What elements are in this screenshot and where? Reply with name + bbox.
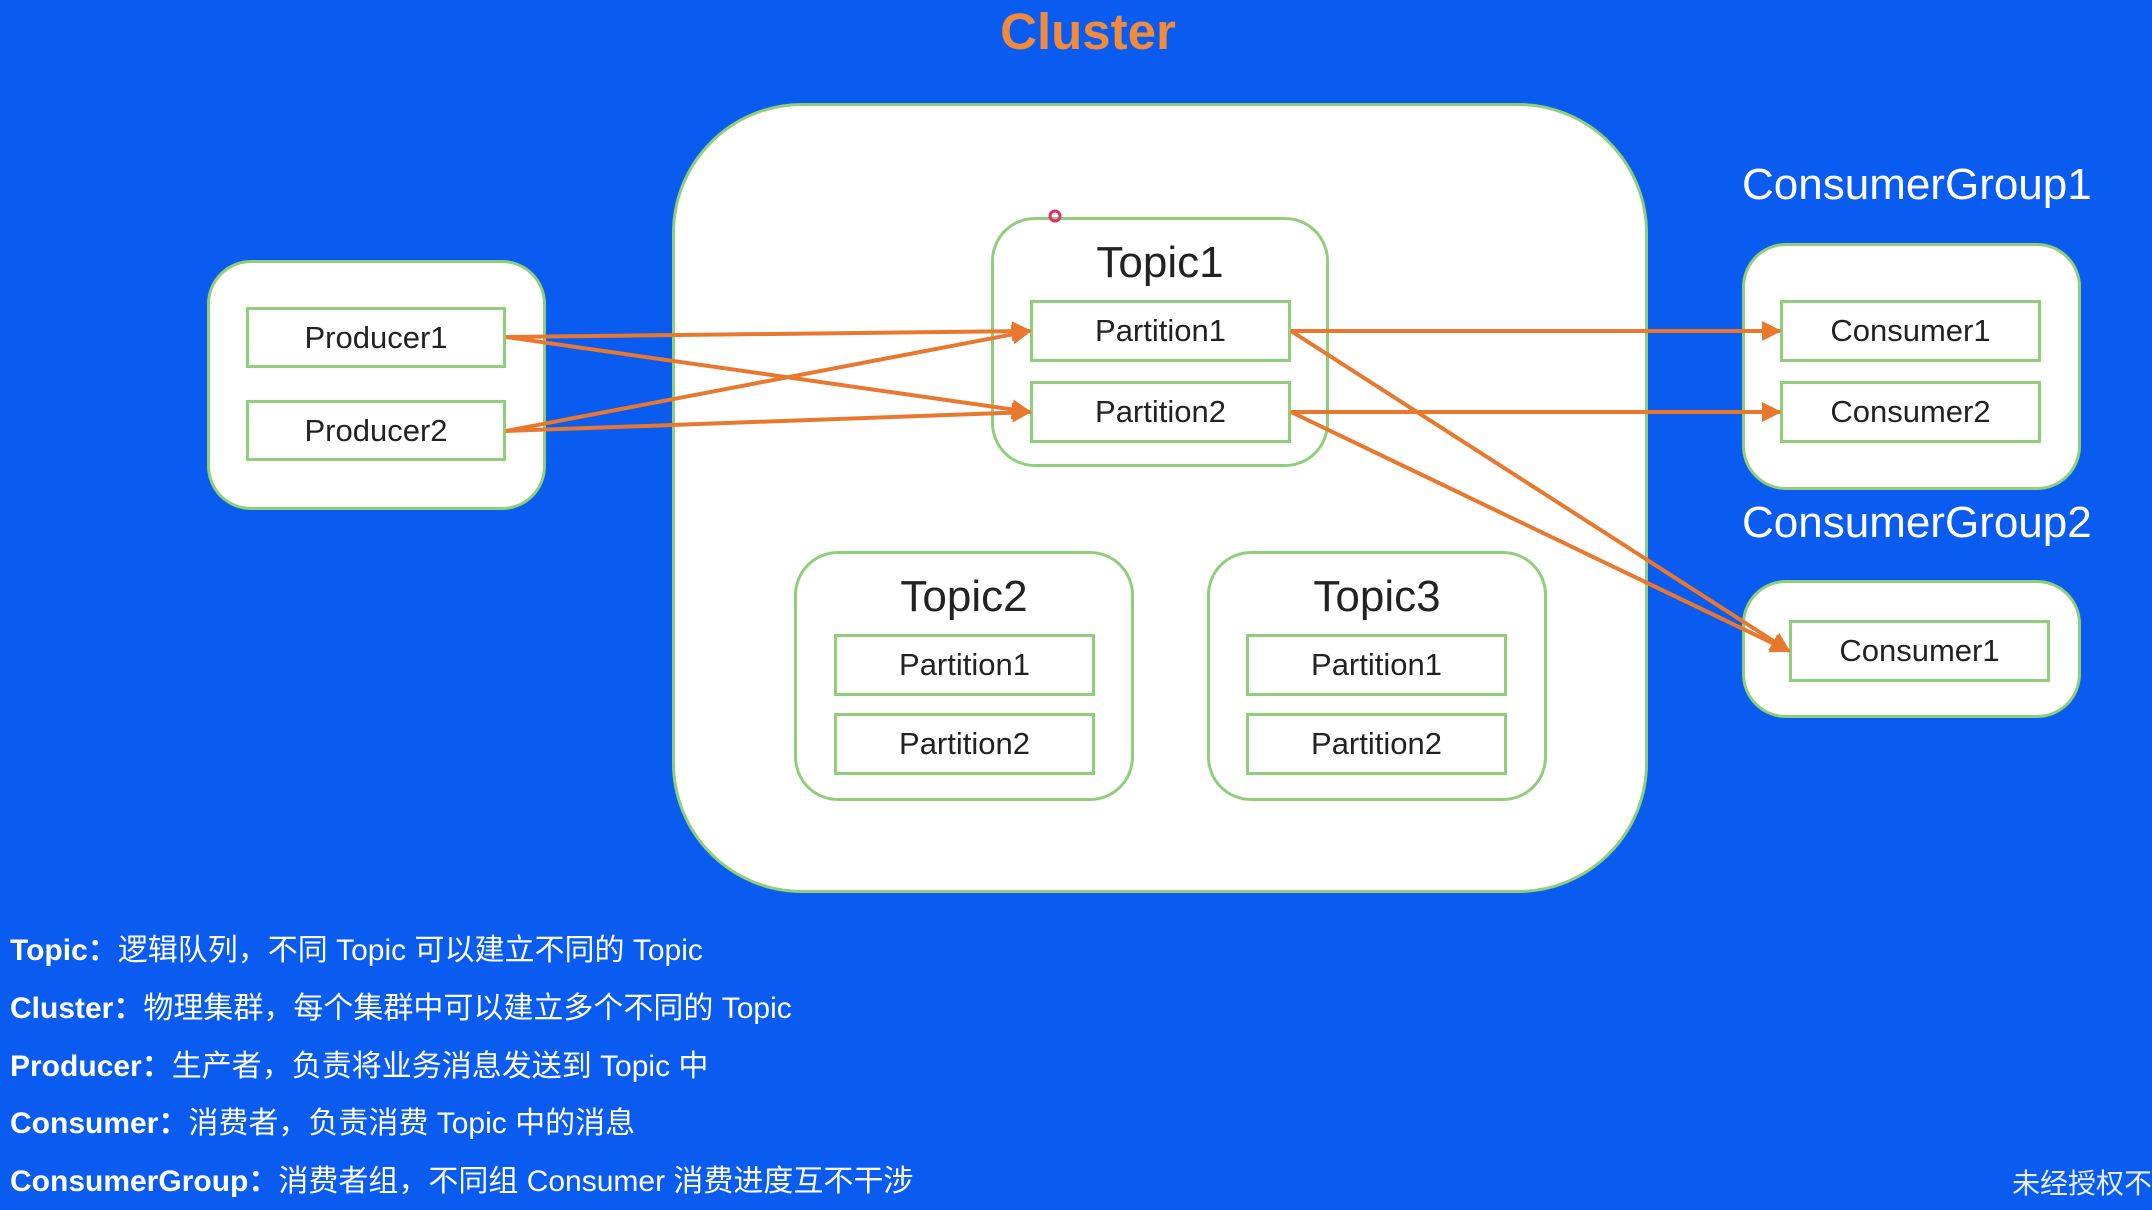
topic3-partition-1: Partition1	[1246, 634, 1507, 696]
group2-consumer-1: Consumer1	[1789, 620, 2050, 682]
arrow-producer1-partition2	[505, 335, 1032, 420]
producer-group	[207, 260, 546, 510]
topic2-partition-1: Partition1	[834, 634, 1095, 696]
desc-producer: Producer：生产者，负责将业务消息发送到 Topic 中	[10, 1050, 709, 1083]
arrow-producer2-partition2	[505, 402, 1032, 433]
topic2-title: Topic2	[900, 572, 1028, 621]
desc-cluster: Cluster：物理集群，每个集群中可以建立多个不同的 Topic	[10, 992, 792, 1025]
consumer-group-1-label: ConsumerGroup1	[1742, 160, 2092, 209]
topic1-partition-2: Partition2	[1030, 381, 1291, 443]
group1-consumer-1: Consumer1	[1780, 300, 2041, 362]
topic2-partition-2: Partition2	[834, 713, 1095, 775]
cluster-title: Cluster	[1000, 3, 1176, 60]
consumer-group-1-box	[1742, 243, 2081, 490]
desc-consumer: Consumer：消费者，负责消费 Topic 中的消息	[10, 1107, 636, 1140]
group1-consumer-2: Consumer2	[1780, 381, 2041, 443]
cursor-dot	[1048, 209, 1062, 223]
producer-2: Producer2	[246, 400, 506, 461]
desc-topic: Topic：逻辑队列，不同 Topic 可以建立不同的 Topic	[10, 934, 703, 967]
topic3-partition-2: Partition2	[1246, 713, 1507, 775]
watermark: 未经授权不	[2011, 1168, 2152, 1199]
desc-consumer-group: ConsumerGroup：消费者组，不同组 Consumer 消费进度互不干涉	[10, 1165, 914, 1198]
producer-1: Producer1	[246, 307, 506, 368]
consumer-group-2-label: ConsumerGroup2	[1742, 498, 2092, 547]
arrow-producer1-partition1	[505, 321, 1032, 342]
topic3-title: Topic3	[1313, 572, 1441, 621]
arrow-partition2-group2-consumer1	[1290, 410, 1791, 653]
topic1-title: Topic1	[1096, 238, 1224, 287]
arrow-partition1-group2-consumer1	[1289, 329, 1791, 653]
arrow-producer2-partition1	[505, 324, 1032, 433]
